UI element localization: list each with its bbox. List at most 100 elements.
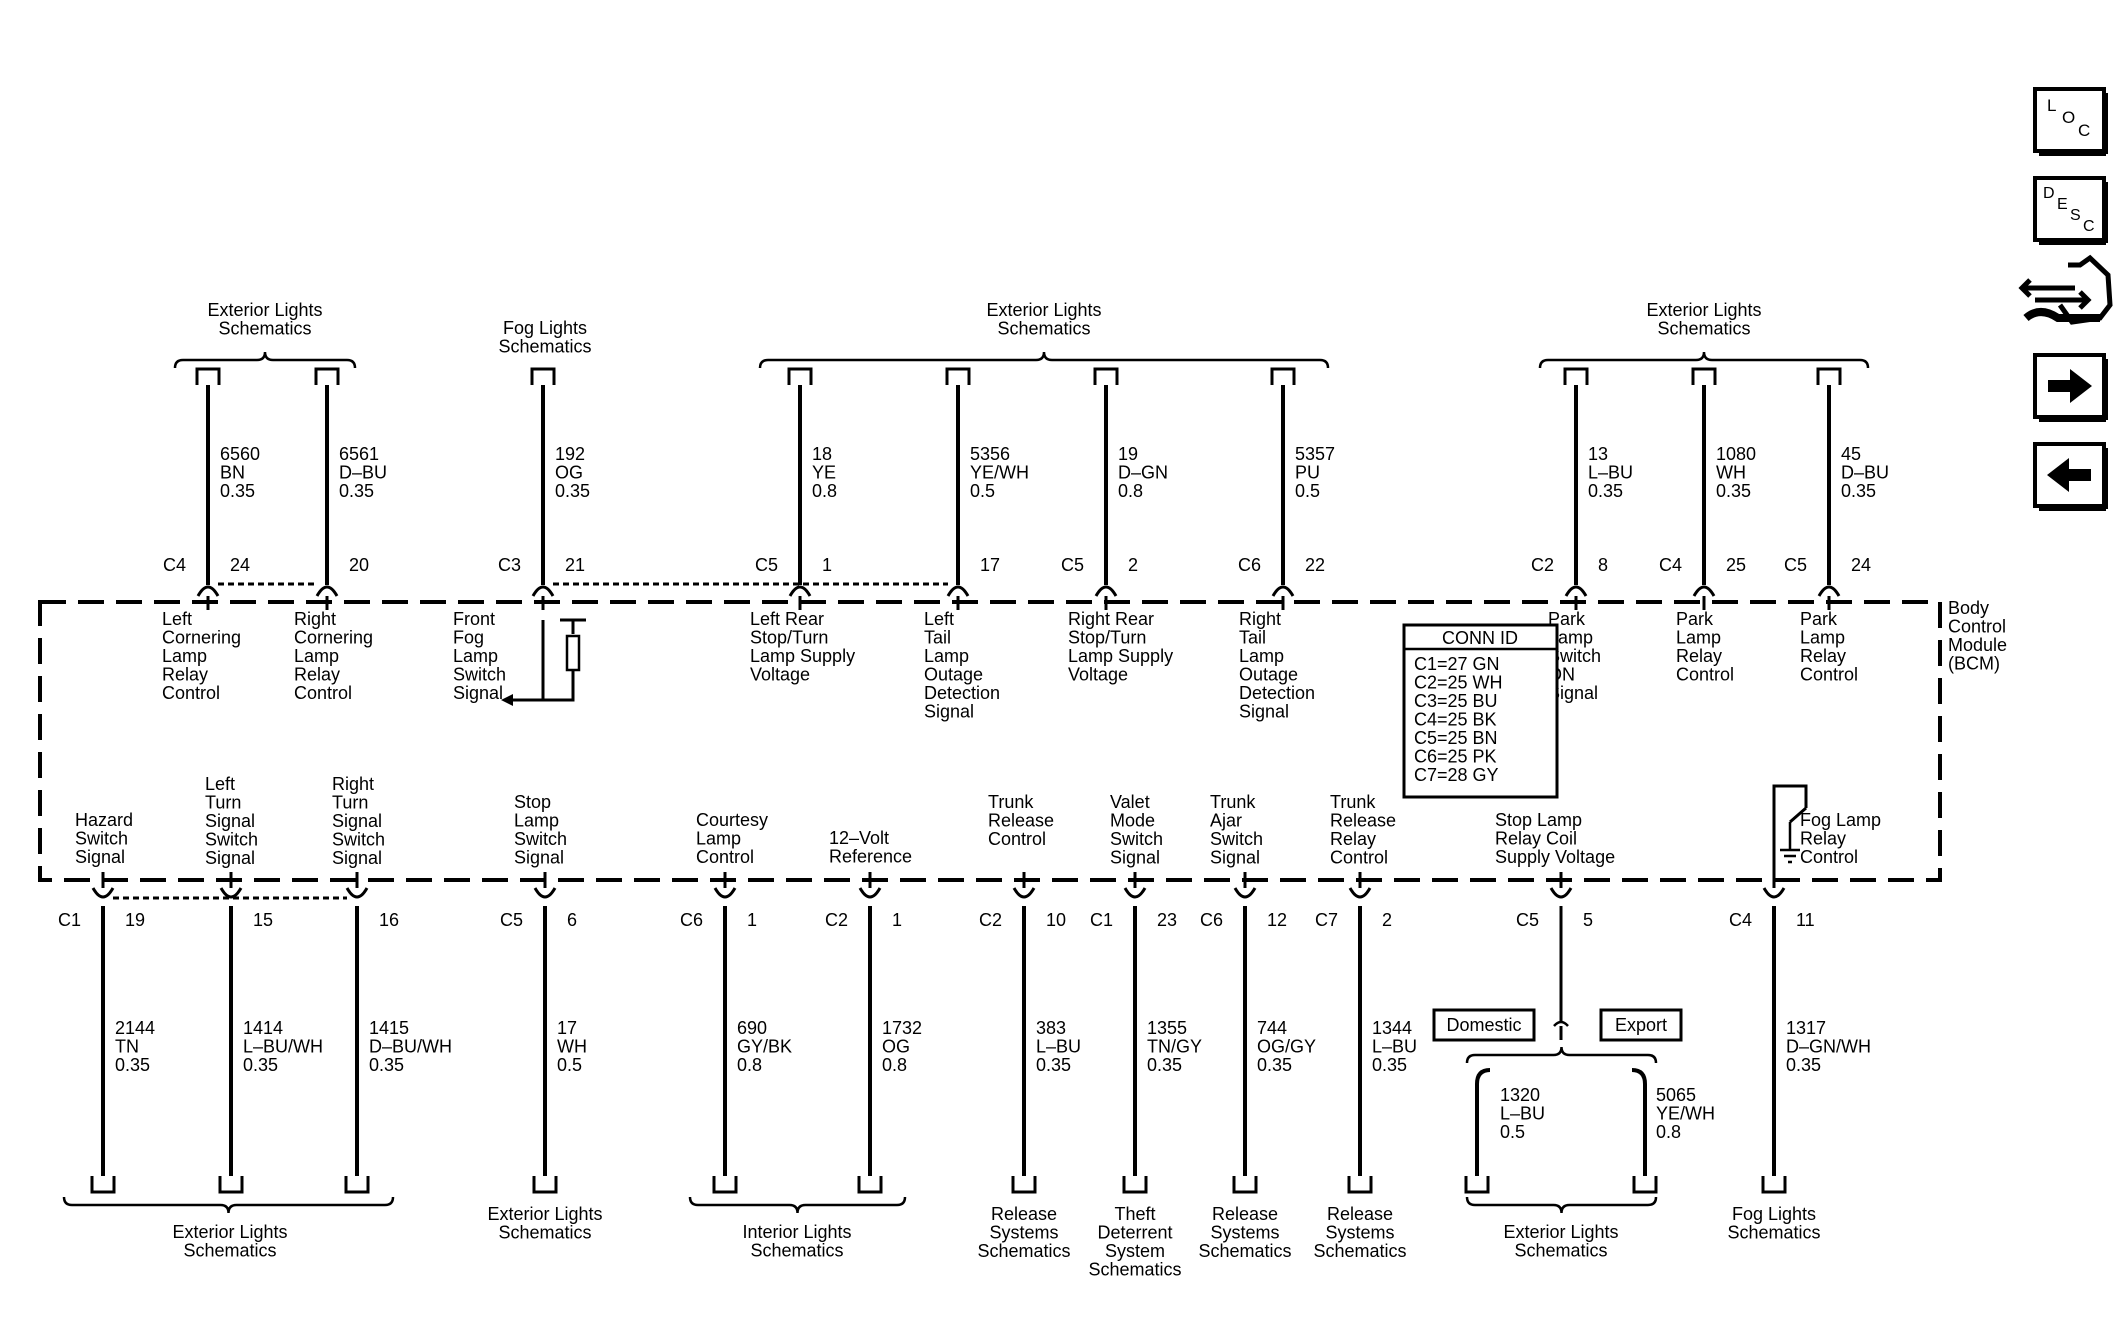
bottom-connector-id: C6	[680, 910, 703, 930]
top-function-label-line: Fog	[453, 628, 484, 648]
bottom-group-label-line: Schematics	[1198, 1241, 1291, 1261]
top-function-label-line: Detection	[924, 683, 1000, 703]
bottom-pin	[219, 887, 243, 899]
top-terminal	[1270, 367, 1296, 385]
top-function-label-line: Lamp	[924, 646, 969, 666]
bottom-circuit-id-line: 690	[737, 1018, 767, 1038]
bottom-function-label-line: Lamp	[514, 811, 559, 831]
bottom-terminal	[344, 1176, 370, 1194]
top-function-label-line: Front	[453, 609, 495, 629]
fog-switch-resistor	[565, 634, 581, 672]
top-group-label-line: Schematics	[997, 319, 1090, 339]
bottom-function-label-line: Ajar	[1210, 811, 1242, 831]
bottom-pin	[345, 887, 369, 899]
previous-button[interactable]	[2033, 442, 2108, 511]
top-function-label-line: Lamp Supply	[750, 646, 855, 666]
desc-letter-e: E	[2057, 196, 2068, 213]
conn-id-row-line: C5=25 BN	[1414, 728, 1498, 748]
bottom-pin-number: 1	[892, 910, 902, 930]
loc-button[interactable]: LOC	[2033, 87, 2108, 156]
top-terminal	[1816, 367, 1842, 385]
bottom-group-label-line: Schematics	[750, 1241, 843, 1261]
bottom-group-brace	[62, 1196, 395, 1214]
bottom-function-label-line: Switch	[205, 830, 258, 850]
bottom-circuit-id-line: 0.35	[369, 1055, 404, 1075]
fog-switch-symbol	[543, 670, 575, 702]
top-circuit-id-line: 0.5	[970, 481, 995, 501]
bottom-function-label-line: Switch	[514, 829, 567, 849]
top-group-brace	[1538, 351, 1870, 369]
bottom-function-label-line: Signal	[75, 847, 125, 867]
bcm-label-line: (BCM)	[1948, 654, 2000, 674]
fog-switch-lead	[513, 620, 545, 702]
top-connector-id: C5	[1784, 555, 1807, 575]
top-circuit-id-line: D–BU	[1841, 463, 1889, 483]
export-box	[1599, 1008, 1683, 1042]
bottom-terminal	[712, 1176, 738, 1194]
bottom-group-label-line: Schematics	[1514, 1241, 1607, 1261]
top-circuit-id-line: 0.5	[1295, 481, 1320, 501]
top-function-label-line: Lamp	[294, 646, 339, 666]
bottom-function-label-line: Stop Lamp	[1495, 810, 1582, 830]
top-circuit-id-line: 192	[555, 444, 585, 464]
next-button[interactable]	[2033, 353, 2108, 422]
bottom-pin-number: 1	[747, 910, 757, 930]
bottom-circuit-id-line: 1414	[243, 1018, 283, 1038]
domestic-circuit-id-line: 1320	[1500, 1085, 1540, 1105]
bottom-circuit-id-line: 0.35	[1147, 1055, 1182, 1075]
domestic-circuit-id-line: L–BU	[1500, 1104, 1545, 1124]
connector-icon-button[interactable]	[2018, 254, 2113, 325]
bottom-function-label-line: Signal	[514, 848, 564, 868]
bottom-connector-id: C4	[1729, 910, 1752, 930]
connector-icon	[2023, 308, 2100, 322]
top-function-label-line: Stop/Turn	[750, 628, 828, 648]
top-group-label-line: Schematics	[498, 337, 591, 357]
bottom-pin-number: 16	[379, 910, 399, 930]
bottom-circuit-id-line: L–BU	[1036, 1037, 1081, 1057]
top-function-label-line: Voltage	[1068, 665, 1128, 685]
bottom-pin	[91, 887, 115, 899]
bottom-connector-id: C1	[1090, 910, 1113, 930]
top-function-label-line: Signal	[453, 683, 503, 703]
bottom-connector-id: C7	[1315, 910, 1338, 930]
bottom-function-label-line: Left	[205, 774, 235, 794]
split-brace	[1465, 1046, 1658, 1064]
top-function-label-line: Tail	[1239, 628, 1266, 648]
top-pin-number: 21	[565, 555, 585, 575]
bottom-group-label-line: Release	[1212, 1204, 1278, 1224]
bottom-pin-number: 5	[1583, 910, 1593, 930]
top-circuit-id-line: 0.35	[1841, 481, 1876, 501]
bottom-pin-number: 23	[1157, 910, 1177, 930]
domestic-label: Domestic	[1446, 1015, 1521, 1035]
bottom-function-label-line: Relay	[1800, 829, 1846, 849]
bottom-group-label-line: Systems	[1210, 1223, 1279, 1243]
